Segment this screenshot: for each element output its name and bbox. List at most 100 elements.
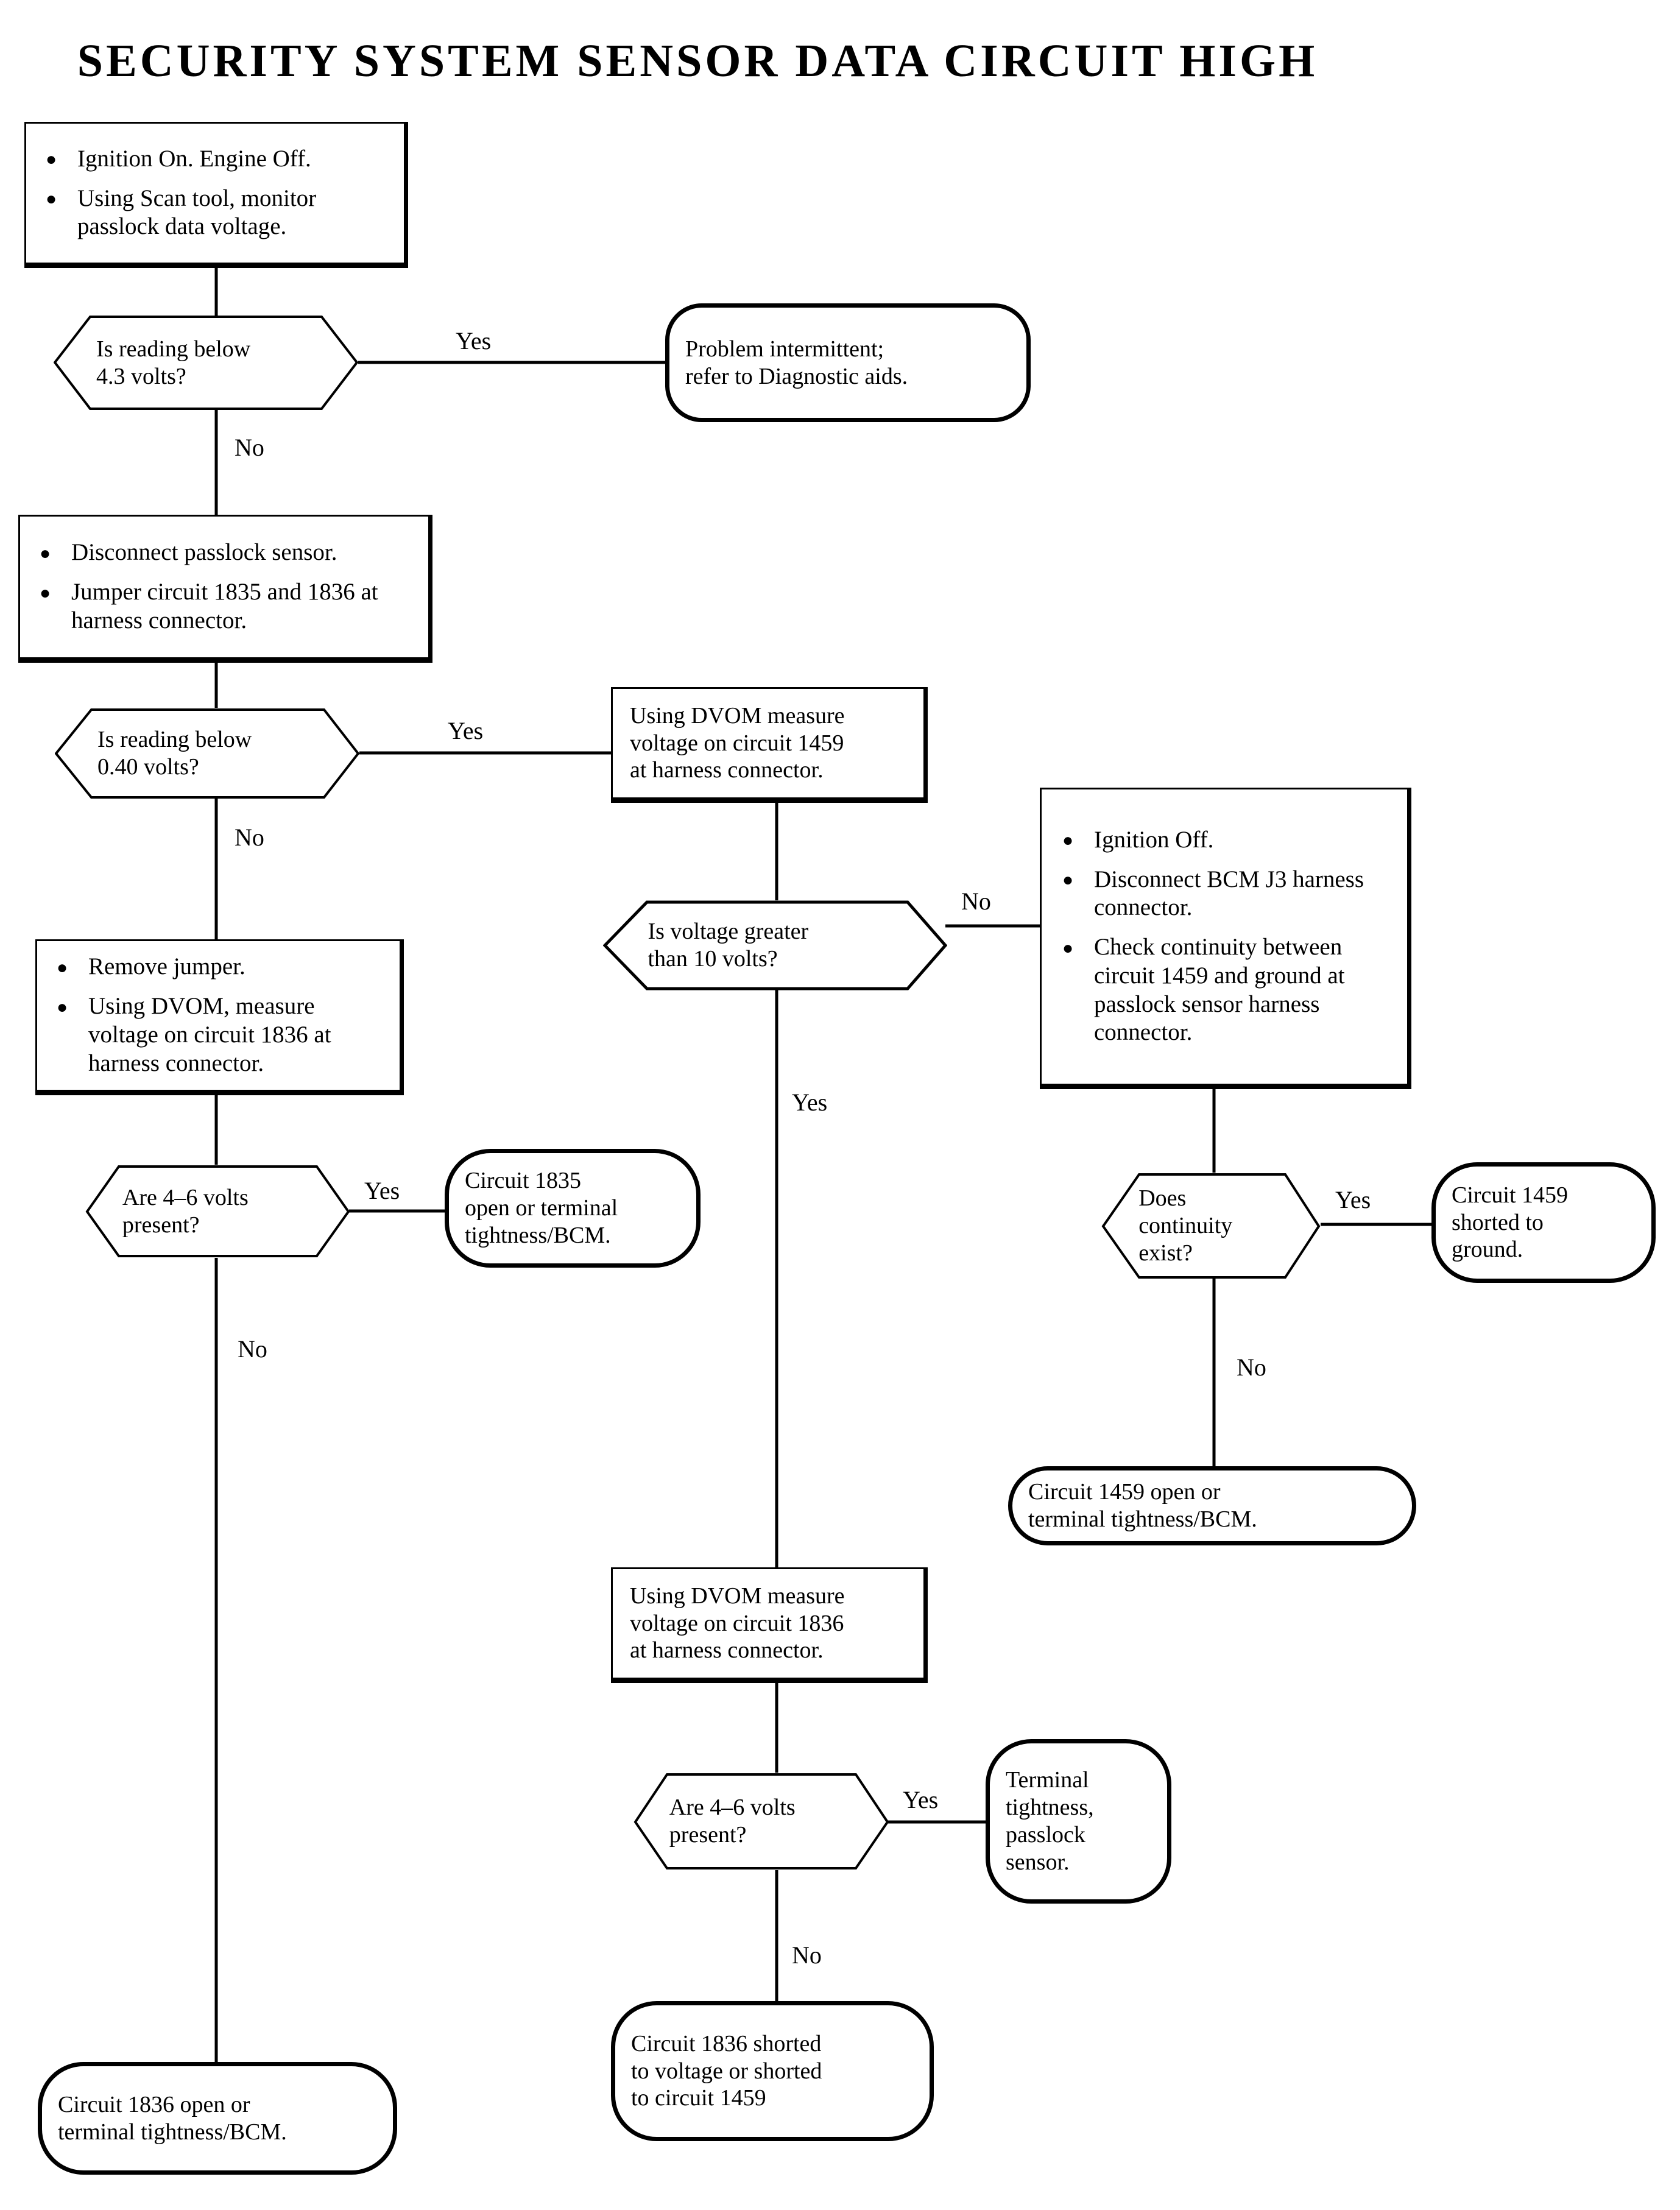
node-decision-43v[interactable]: Is reading below 4.3 volts? [54, 316, 358, 410]
disconnect-step-bullets: ● Disconnect passlock sensor. ● Jumper c… [34, 538, 417, 635]
terminator-line: Problem intermittent; [685, 336, 884, 362]
bullet-text: Remove jumper. [88, 953, 245, 980]
list-item: ● Using DVOM, measure voltage on circuit… [51, 992, 389, 1078]
process-line: at harness connector. [630, 1637, 824, 1664]
list-item: ● Disconnect BCM J3 harness connector. [1056, 866, 1396, 923]
hexagon-shape [85, 1165, 350, 1257]
terminator-line: Circuit 1459 open or [1028, 1479, 1221, 1505]
terminator-line: Circuit 1836 shorted [631, 2030, 822, 2056]
bullet-icon: ● [40, 582, 51, 603]
decision-line: than 10 volts? [648, 946, 778, 972]
bullet-text: Check continuity between circuit 1459 an… [1094, 934, 1345, 1046]
process-line: voltage on circuit 1836 [630, 1610, 844, 1636]
process-line: Using DVOM measure [630, 1583, 845, 1609]
edge-label-yes-46v-bottom: Yes [903, 1786, 939, 1813]
bullet-text: Disconnect BCM J3 harness connector. [1094, 866, 1364, 921]
node-bcm-j3-step: ● Ignition Off. ● Disconnect BCM J3 harn… [1040, 788, 1411, 1089]
bullet-text: Using Scan tool, monitor passlock data v… [77, 185, 317, 240]
node-circuit-1836-open: Circuit 1836 open or terminal tightness/… [38, 2062, 397, 2175]
list-item: ● Remove jumper. [51, 953, 389, 981]
process-line: Using DVOM measure [630, 702, 845, 729]
edge-label-no-43v: No [235, 434, 264, 461]
terminator-line: passlock [1006, 1822, 1085, 1848]
terminator-line: refer to Diagnostic aids. [685, 363, 908, 389]
terminator-line: shorted to [1452, 1209, 1544, 1235]
bullet-text: Disconnect passlock sensor. [71, 539, 337, 566]
node-circuit-1459-shorted: Circuit 1459 shorted to ground. [1431, 1162, 1656, 1283]
bcm-j3-bullets: ● Ignition Off. ● Disconnect BCM J3 harn… [1056, 826, 1396, 1048]
terminator-line: terminal tightness/BCM. [1028, 1506, 1257, 1532]
decision-46v-bottom-label: Are 4–6 volts present? [634, 1773, 889, 1870]
terminator-line: ground. [1452, 1237, 1523, 1263]
terminator-line: terminal tightness/BCM. [58, 2119, 287, 2145]
list-item: ● Ignition On. Engine Off. [40, 145, 393, 174]
bullet-icon: ● [46, 149, 57, 170]
terminator-line: tightness/BCM. [465, 1222, 611, 1248]
list-item: ● Using Scan tool, monitor passlock data… [40, 185, 393, 242]
decision-line: Does [1138, 1185, 1187, 1212]
bullet-text: Jumper circuit 1835 and 1836 at harness … [71, 579, 378, 634]
decision-10v-label: Is voltage greater than 10 volts? [603, 900, 947, 990]
terminator-line: open or terminal [465, 1195, 618, 1221]
decision-line: Are 4–6 volts [669, 1795, 796, 1821]
bullet-icon: ● [46, 189, 57, 210]
edge-label-yes-040v: Yes [448, 717, 484, 744]
bullet-text: Ignition Off. [1094, 826, 1214, 853]
node-decision-46v-left[interactable]: Are 4–6 volts present? [85, 1165, 350, 1258]
decision-line: Is reading below [97, 727, 252, 753]
decision-line: continuity [1138, 1213, 1233, 1239]
hexagon-shape [55, 708, 359, 799]
hexagon-shape [54, 316, 358, 410]
decision-line: present? [669, 1822, 747, 1848]
bullet-icon: ● [1062, 937, 1074, 958]
page-title: SECURITY SYSTEM SENSOR DATA CIRCUIT HIGH [77, 35, 1318, 86]
node-decision-continuity[interactable]: Does continuity exist? [1101, 1173, 1321, 1279]
decision-040v-label: Is reading below 0.40 volts? [55, 708, 359, 799]
terminator-line: Circuit 1836 open or [58, 2091, 250, 2117]
node-disconnect-step: ● Disconnect passlock sensor. ● Jumper c… [18, 515, 432, 663]
bullet-text: Using DVOM, measure voltage on circuit 1… [88, 993, 331, 1076]
process-line: voltage on circuit 1459 [630, 730, 844, 756]
edge-label-no-040v: No [235, 824, 264, 851]
remove-jumper-bullets: ● Remove jumper. ● Using DVOM, measure v… [51, 953, 389, 1078]
node-circuit-1836-shorted: Circuit 1836 shorted to voltage or short… [611, 2001, 934, 2141]
terminator-line: sensor. [1006, 1849, 1070, 1875]
list-item: ● Disconnect passlock sensor. [34, 538, 417, 567]
terminator-line: to voltage or shorted [631, 2058, 822, 2084]
node-remove-jumper-step: ● Remove jumper. ● Using DVOM, measure v… [35, 939, 404, 1095]
node-problem-intermittent: Problem intermittent; refer to Diagnosti… [665, 303, 1031, 422]
node-circuit-1835-open: Circuit 1835 open or terminal tightness/… [445, 1149, 701, 1268]
edge-label-yes-10v: Yes [792, 1089, 828, 1116]
node-decision-46v-bottom[interactable]: Are 4–6 volts present? [634, 1773, 889, 1870]
terminator-line: Terminal [1006, 1767, 1089, 1793]
decision-line: 0.40 volts? [97, 754, 199, 780]
node-dvom-1836: Using DVOM measure voltage on circuit 18… [611, 1567, 928, 1683]
node-start-step: ● Ignition On. Engine Off. ● Using Scan … [24, 122, 408, 268]
decision-46v-left-label: Are 4–6 volts present? [85, 1165, 350, 1258]
bullet-text: Ignition On. Engine Off. [77, 145, 311, 172]
decision-continuity-label: Does continuity exist? [1101, 1173, 1321, 1279]
decision-line: Is reading below [96, 336, 251, 362]
decision-line: 4.3 volts? [96, 363, 186, 389]
edge-label-yes-continuity: Yes [1335, 1186, 1371, 1213]
edge-label-no-10v: No [961, 888, 991, 915]
decision-line: exist? [1138, 1240, 1193, 1266]
list-item: ● Ignition Off. [1056, 826, 1396, 855]
terminator-line: Circuit 1835 [465, 1168, 582, 1194]
hexagon-shape [634, 1773, 889, 1869]
node-terminal-tightness-passlock: Terminal tightness, passlock sensor. [986, 1739, 1171, 1904]
node-decision-10v[interactable]: Is voltage greater than 10 volts? [603, 900, 947, 990]
decision-line: Are 4–6 volts [122, 1184, 249, 1210]
terminator-line: tightness, [1006, 1795, 1094, 1821]
node-circuit-1459-open: Circuit 1459 open or terminal tightness/… [1008, 1466, 1416, 1545]
edge-label-no-46v-left: No [238, 1335, 267, 1363]
bullet-icon: ● [1062, 830, 1074, 851]
process-line: at harness connector. [630, 757, 824, 783]
list-item: ● Check continuity between circuit 1459 … [1056, 933, 1396, 1047]
node-dvom-1459: Using DVOM measure voltage on circuit 14… [611, 687, 928, 803]
edge-label-no-46v-bottom: No [792, 1941, 822, 1969]
hexagon-shape [1101, 1173, 1321, 1279]
edge-label-no-continuity: No [1237, 1354, 1266, 1381]
node-decision-040v[interactable]: Is reading below 0.40 volts? [55, 708, 359, 799]
